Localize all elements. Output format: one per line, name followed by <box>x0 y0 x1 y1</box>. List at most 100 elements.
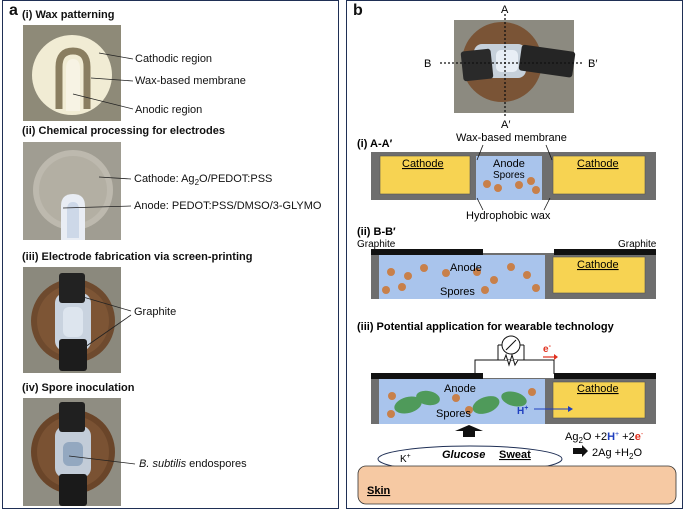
label-cathode-bb: Cathode <box>577 259 619 271</box>
graphite-bar-left <box>371 249 483 255</box>
cathode-block-wearable <box>552 381 646 419</box>
spore-inoculation-illustration <box>23 398 121 506</box>
reaction1-sub: 2 <box>578 436 583 445</box>
spore-bb-10 <box>481 286 489 294</box>
cross-section-wearable <box>371 373 656 424</box>
step-screen-printing-title: (iii) Electrode fabrication via screen-p… <box>22 251 253 263</box>
label-glucose: Glucose <box>442 449 485 461</box>
section-aa-title: (i) A-A′ <box>357 138 393 150</box>
step-wax-patterning-title: (i) Wax patterning <box>22 9 115 21</box>
spore-w-3 <box>465 406 473 414</box>
spore-3 <box>515 181 523 189</box>
label-cathode-wearable: Cathode <box>577 383 619 395</box>
spore-bb-3 <box>420 264 428 272</box>
biofilm-2 <box>416 390 440 406</box>
sweat-up-arrow-body <box>463 431 475 437</box>
spore-bb-6 <box>473 268 481 276</box>
proton-arrow-head <box>568 406 573 412</box>
external-circuit <box>474 335 555 374</box>
panel-b-diagram: A A′ B B′ (i) A-A′ Wax-based membrane Ca… <box>357 4 677 505</box>
label-anode-bb: Anode <box>450 262 482 274</box>
spore-2 <box>494 184 502 192</box>
label-electron-top: e- <box>543 343 552 355</box>
reaction1-e: e <box>635 431 641 443</box>
skin-layer <box>357 465 677 505</box>
wax-patterning-photo <box>23 25 121 121</box>
step1-leader-lines <box>72 52 134 110</box>
spore-bb-8 <box>507 263 515 271</box>
membrane-leader-right <box>545 144 553 161</box>
label-anode-wearable: Anode <box>444 383 476 395</box>
step2-leader-lines <box>62 176 132 209</box>
reaction-line-2: 2Ag +H2O <box>592 447 642 461</box>
step-chemical-processing-title: (ii) Chemical processing for electrodes <box>22 125 225 137</box>
sweat-up-arrow-head <box>455 425 483 431</box>
section-wearable-title: (iii) Potential application for wearable… <box>357 321 615 333</box>
spore-w-4 <box>528 388 536 396</box>
label-anode-composition: Anode: PEDOT:PSS/DMSO/3-GLYMO <box>134 200 322 212</box>
cathode-suffix: O/PEDOT:PSS <box>199 173 273 185</box>
label-cathode-right: Cathode <box>577 158 619 170</box>
reaction1-h-sign: + <box>615 431 619 438</box>
spore-1 <box>483 180 491 188</box>
resistor-icon <box>503 353 519 367</box>
graphite-bar-right <box>554 249 656 255</box>
panel-a-label: a <box>9 2 18 19</box>
potassium-letter: K <box>400 454 407 465</box>
spore-inoculation-photo <box>23 398 121 506</box>
wax-leader-right <box>543 197 551 211</box>
reaction2-sub: 2 <box>629 452 634 461</box>
reaction1-h: H <box>607 431 615 443</box>
proton-letter: H <box>517 406 524 417</box>
label-endospores: B. subtilis endospores <box>139 458 247 470</box>
reaction1-e-sign: - <box>641 431 644 438</box>
label-graphite: Graphite <box>134 306 177 318</box>
cross-section-bb <box>371 249 656 299</box>
electron-arrow-head <box>554 354 558 360</box>
cross-section-aa <box>371 152 656 200</box>
wax-patterning-illustration <box>23 25 121 121</box>
reaction1-o: O +2 <box>583 431 607 443</box>
potassium-sign: + <box>407 453 411 460</box>
biofilm-1 <box>394 396 422 414</box>
spore-5 <box>532 186 540 194</box>
label-skin: Skin <box>367 485 391 497</box>
label-potassium: K+ <box>400 453 411 465</box>
spore-w-2 <box>452 394 460 402</box>
spore-bb-4 <box>398 283 406 291</box>
step-spore-inoculation-title: (iv) Spore inoculation <box>22 382 135 394</box>
graphite-bar-left-wearable <box>371 373 483 379</box>
label-proton: H+ <box>517 405 528 417</box>
step3-leader-lines <box>82 296 132 348</box>
reaction-arrow <box>573 445 588 457</box>
reaction2-o: O <box>633 447 642 459</box>
biofilm-4 <box>501 391 527 407</box>
spore-bb-5 <box>442 269 450 277</box>
panel-a: a (i) Wax patterning Cathodic region Wax… <box>2 0 339 509</box>
label-graphite-left: Graphite <box>357 239 396 250</box>
axis-label-b-right: B′ <box>588 58 597 70</box>
reaction-line-1: Ag2O +2H+ +2e- <box>565 431 644 445</box>
electron-top-sign: - <box>549 343 552 350</box>
label-sweat: Sweat <box>499 449 531 461</box>
cathode-block-bb <box>552 256 646 294</box>
label-cathode-composition: Cathode: Ag2O/PEDOT:PSS <box>134 173 272 187</box>
endospores-species: B. subtilis <box>139 458 187 470</box>
spore-4 <box>527 177 535 185</box>
spore-w-5 <box>387 410 395 418</box>
spore-bb-11 <box>382 286 390 294</box>
spore-bb-12 <box>532 284 540 292</box>
spore-bb-2 <box>404 272 412 280</box>
panel-b: b <box>346 0 683 509</box>
reaction2-ag: 2Ag +H <box>592 447 629 459</box>
step4-leader-lines <box>68 455 136 465</box>
label-spores-bb: Spores <box>440 286 475 298</box>
cathode-subscript: 2 <box>194 178 200 188</box>
label-wax-membrane: Wax-based membrane <box>135 75 246 87</box>
graphite-bar-right-wearable <box>554 373 656 379</box>
cathode-prefix: Cathode: Ag <box>134 173 195 185</box>
spore-bb-1 <box>387 268 395 276</box>
electron-top-letter: e <box>543 344 549 355</box>
biofilm-3 <box>472 396 500 414</box>
meter-needle <box>505 339 517 351</box>
